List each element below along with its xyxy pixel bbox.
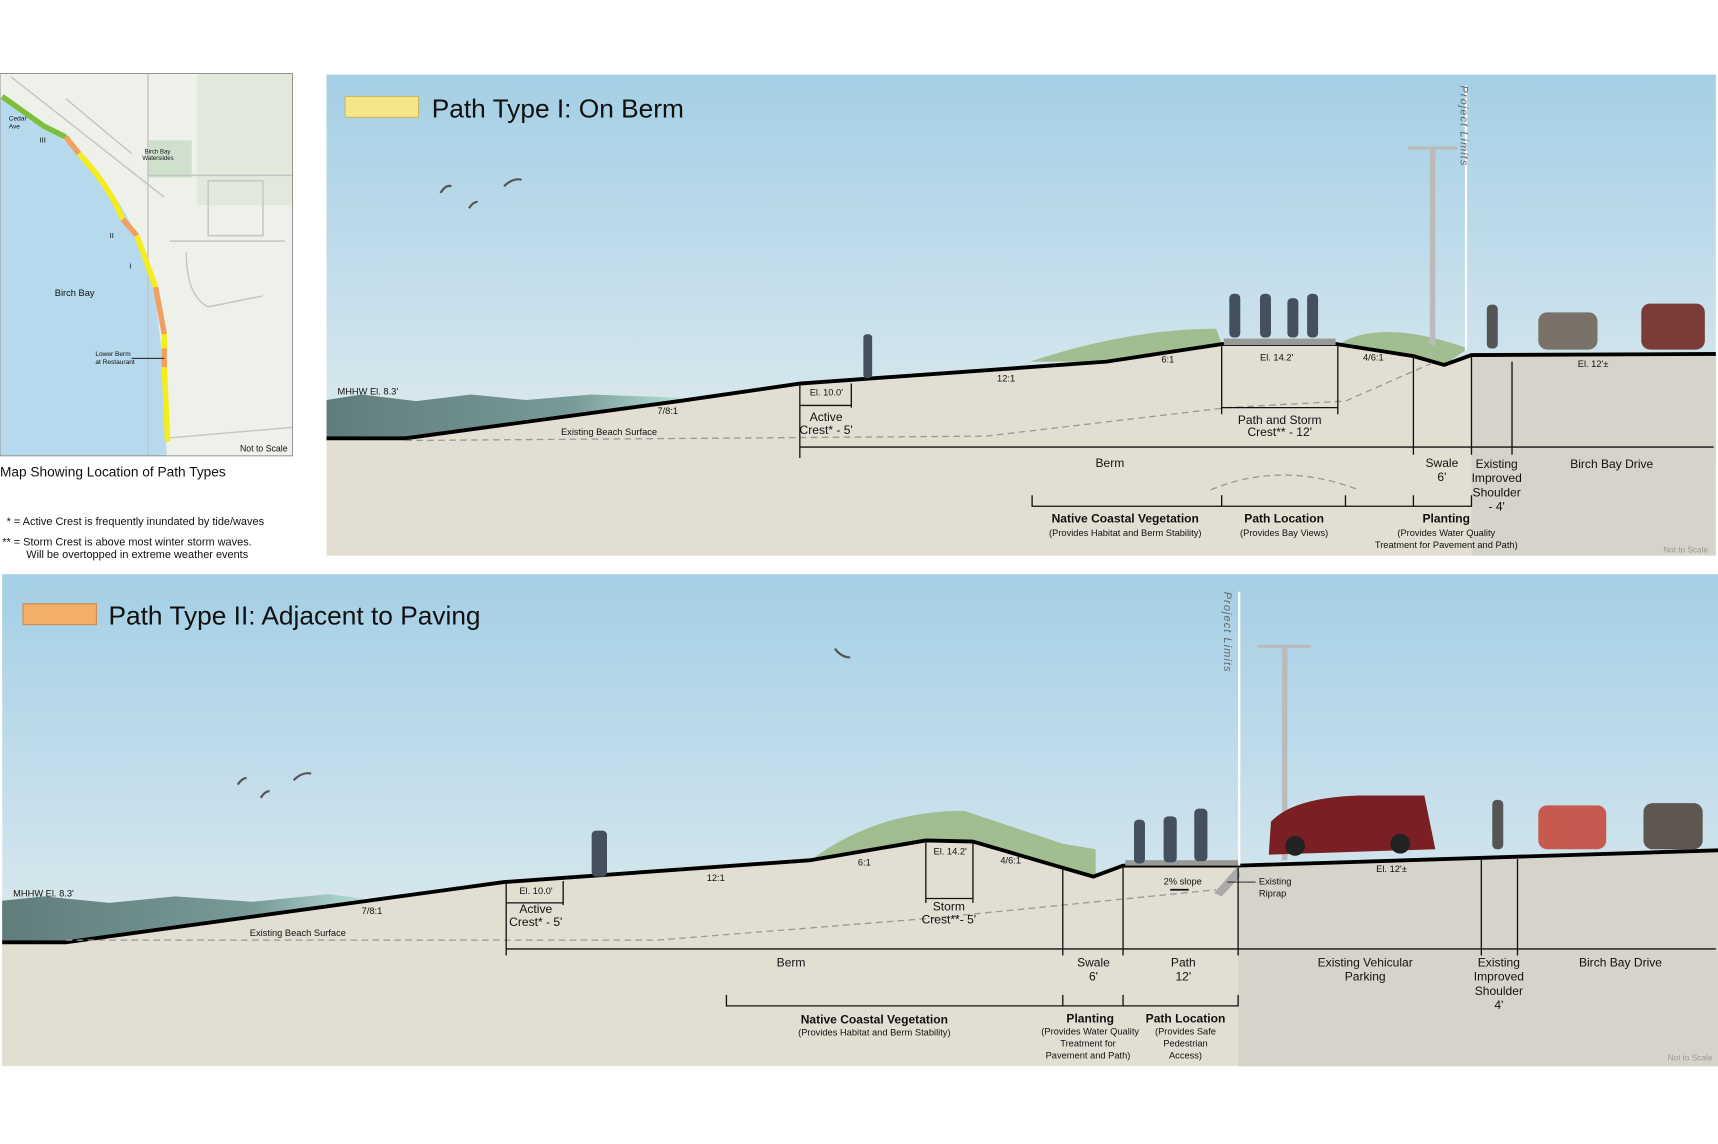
berm-label: Berm — [777, 955, 806, 969]
not-to-scale-label: Not to Scale — [1663, 545, 1708, 554]
vegetation — [1029, 328, 1222, 362]
car — [1641, 303, 1705, 350]
bay-water — [0, 98, 167, 456]
path-type-i-segment — [76, 151, 126, 221]
vegetation-subtitle: (Provides Habitat and Berm Stability) — [1049, 528, 1201, 538]
utility-pole — [1429, 147, 1436, 346]
section-path-type-ii: Project Limits Path Type II: Adjacent to… — [2, 574, 1718, 1067]
section-marker-iii: III — [39, 136, 45, 145]
pedestrians — [591, 808, 1208, 877]
slope-label: 7/8:1 — [362, 906, 383, 916]
elevation-label: El. 14.2' — [934, 847, 968, 857]
slope-label: 6:1 — [1161, 355, 1174, 365]
riprap — [1213, 865, 1241, 897]
planting-title: Planting — [1066, 1011, 1114, 1025]
legend-swatch-type-i — [344, 95, 420, 118]
path-location-subtitle: (Provides Bay Views) — [1240, 528, 1328, 538]
planting-title: Planting — [1423, 512, 1471, 526]
vegetation — [810, 810, 1096, 877]
berm-label: Berm — [1096, 456, 1125, 470]
slope-label: 4/6:1 — [1363, 353, 1384, 363]
cyclist — [1486, 304, 1498, 349]
utility-pole — [1281, 646, 1288, 861]
path-surface — [1125, 860, 1239, 866]
note-storm-crest: ** = Storm Crest is above most winter st… — [2, 537, 252, 549]
not-to-scale-label: Not to Scale — [1668, 1054, 1713, 1063]
path-location-title: Path Location — [1244, 512, 1324, 526]
drive-label: Birch Bay Drive — [1579, 955, 1662, 969]
elevation-label: El. 12'± — [1578, 359, 1609, 369]
path-surface — [1223, 338, 1336, 346]
project-limits-label: Project Limits — [1458, 86, 1470, 167]
elevation-label: El. 10.0' — [519, 886, 553, 896]
elevation-label: El. 10.0' — [810, 388, 844, 398]
beach-surface-label: Existing Beach Surface — [250, 928, 346, 938]
birds — [439, 178, 522, 209]
section-marker-i: I — [129, 262, 131, 271]
section-marker-ii: II — [110, 231, 114, 240]
path-type-iii-segment — [0, 94, 67, 140]
map-scale-note: Not to Scale — [240, 443, 288, 453]
map-caption: Map Showing Location of Path Types — [0, 465, 226, 480]
slope-label: 4/6:1 — [1000, 855, 1021, 865]
project-limits-label: Project Limits — [1221, 592, 1233, 673]
elevation-label: El. 12'± — [1376, 864, 1407, 874]
legend-swatch-type-ii — [22, 603, 97, 626]
elevation-label: El. 14.2' — [1260, 353, 1294, 363]
slope-label: 6:1 — [858, 858, 871, 868]
bay-label: Birch Bay — [55, 288, 95, 298]
section-path-type-i: Project Limits Path Type I: On Berm MHHW… — [326, 74, 1716, 556]
mhhw-label: MHHW El. 8.3' — [337, 387, 398, 397]
section-title: Path Type II: Adjacent to Paving — [108, 601, 480, 631]
slope-label: 12:1 — [997, 373, 1015, 383]
path-type-ii-segment — [63, 135, 82, 156]
ground-profile — [326, 342, 1716, 441]
beach-surface-label: Existing Beach Surface — [561, 427, 657, 437]
birds — [236, 648, 851, 799]
slope-label: 2% slope — [1164, 876, 1202, 886]
car — [1538, 312, 1598, 350]
pedestrians — [863, 293, 1319, 379]
note-active-crest: * = Active Crest is frequently inundated… — [7, 516, 265, 528]
note-storm-crest-2: Will be overtopped in extreme weather ev… — [26, 549, 248, 561]
slope-label: 7/8:1 — [657, 406, 678, 416]
section-title: Path Type I: On Berm — [432, 93, 684, 123]
slope-label: 12:1 — [707, 873, 725, 883]
vegetation-subtitle: (Provides Habitat and Berm Stability) — [798, 1027, 950, 1037]
path-location-title: Path Location — [1146, 1011, 1226, 1025]
drive-label: Birch Bay Drive — [1570, 457, 1653, 471]
vegetation-title: Native Coastal Vegetation — [1052, 512, 1199, 526]
car — [1538, 805, 1607, 850]
vegetation-title: Native Coastal Vegetation — [801, 1012, 948, 1026]
cyclist — [1492, 799, 1504, 850]
car — [1643, 803, 1703, 850]
mhhw-label: MHHW El. 8.3' — [13, 888, 74, 898]
